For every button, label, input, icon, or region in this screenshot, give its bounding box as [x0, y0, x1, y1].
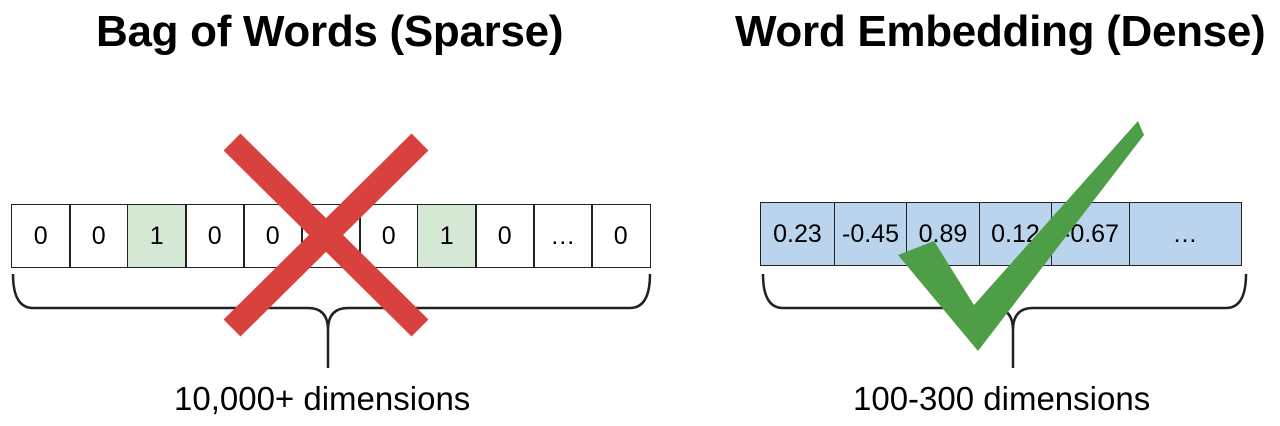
vector-cell: 0: [69, 204, 129, 268]
word-embedding-panel: Word Embedding (Dense) 0.23 -0.45 0.89 0…: [660, 0, 1280, 426]
dense-brace-icon: [761, 273, 1248, 368]
bag-of-words-panel: Bag of Words (Sparse) 0 0 1 0 0 0 0 1 0 …: [11, 7, 652, 417]
vector-cell: 0: [185, 204, 245, 268]
vector-cell: 0: [359, 204, 419, 268]
vector-cell: 0.89: [906, 202, 980, 266]
bag-of-words-title: Bag of Words (Sparse): [96, 7, 564, 56]
dense-vector: 0.23 -0.45 0.89 0.12 -0.67 …: [760, 202, 1242, 266]
vector-cell: 0: [591, 204, 651, 268]
vector-cell-ellipsis: …: [533, 204, 593, 268]
vector-cell-highlighted: 1: [417, 204, 477, 268]
vector-cell-highlighted: 1: [127, 204, 187, 268]
vector-cell: 0.23: [760, 202, 835, 266]
sparse-vector: 0 0 1 0 0 0 0 1 0 … 0: [11, 204, 651, 268]
vector-cell: -0.67: [1051, 202, 1130, 266]
sparse-dimensions-label: 10,000+ dimensions: [174, 380, 471, 417]
vector-cell: -0.45: [833, 202, 908, 266]
vector-cell: 0: [11, 204, 71, 268]
vector-cell-ellipsis: …: [1128, 202, 1242, 266]
dense-dimensions-label: 100-300 dimensions: [853, 380, 1151, 417]
vector-cell: 0.12: [978, 202, 1053, 266]
vector-cell: 0: [243, 204, 303, 268]
vector-cell: 0: [301, 204, 361, 268]
word-embedding-title: Word Embedding (Dense): [735, 7, 1266, 56]
sparse-brace-icon: [11, 273, 652, 368]
vector-cell: 0: [475, 204, 535, 268]
